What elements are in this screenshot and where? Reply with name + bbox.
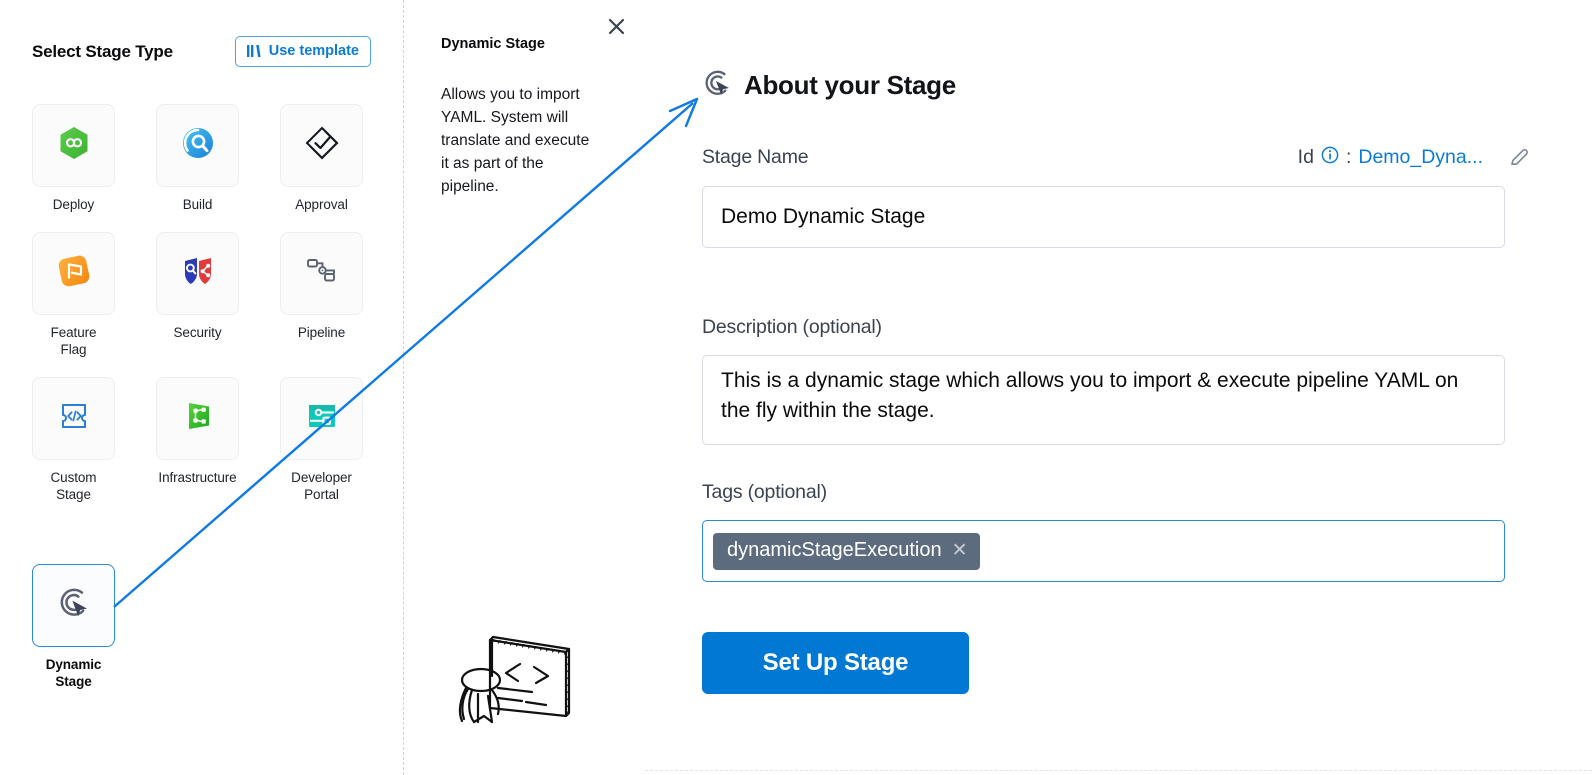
- use-template-button[interactable]: Use template: [234, 36, 371, 67]
- page-title: Select Stage Type: [32, 41, 173, 61]
- stage-type-cell: Developer Portal: [280, 376, 363, 504]
- stage-card-feature-flag[interactable]: [32, 231, 115, 315]
- set-up-stage-button[interactable]: Set Up Stage: [702, 632, 969, 694]
- stage-card-pipeline[interactable]: [280, 231, 363, 315]
- stage-card-deploy[interactable]: [32, 104, 115, 187]
- stage-name-row: Stage Name Id : Demo_Dyna...: [702, 146, 1530, 169]
- stage-card-build[interactable]: [156, 104, 239, 187]
- stage-card-approval[interactable]: [280, 104, 363, 187]
- about-stage-heading-row: About your Stage: [702, 68, 956, 103]
- stage-card-dynamic-stage[interactable]: [32, 563, 115, 647]
- tag-chip: dynamicStageExecution ✕: [713, 532, 980, 570]
- stage-card-security[interactable]: [156, 231, 239, 315]
- stage-name-label: Stage Name: [702, 146, 809, 168]
- developer-portal-icon: [303, 397, 341, 440]
- info-circle-icon[interactable]: [1321, 146, 1339, 169]
- stage-card-label: Security: [173, 324, 222, 340]
- stage-type-cell: Dynamic Stage: [32, 563, 115, 691]
- build-gear-search-icon: [179, 124, 217, 167]
- tags-label: Tags (optional): [702, 481, 827, 503]
- tag-label: dynamicStageExecution: [727, 538, 942, 561]
- approval-check-diamond-icon: [303, 124, 341, 167]
- tag-remove-icon[interactable]: ✕: [951, 539, 968, 561]
- bottom-divider: [645, 770, 1592, 771]
- stage-type-cell: Deploy: [32, 104, 115, 214]
- stage-id-label: Id: [1297, 146, 1314, 168]
- stage-card-label: Build: [182, 197, 213, 212]
- feature-flag-icon: [55, 252, 93, 295]
- stage-type-cell: Custom Stage: [32, 376, 115, 504]
- stage-info-title: Dynamic Stage: [441, 36, 545, 52]
- stage-info-description: Allows you to import YAML. System will t…: [441, 86, 590, 195]
- about-stage-heading: About your Stage: [744, 70, 956, 100]
- infrastructure-nodes-icon: [179, 397, 217, 440]
- dynamic-stage-target-cursor-icon: [702, 68, 732, 103]
- stage-card-label: Custom Stage: [50, 469, 97, 503]
- stage-info-panel: Dynamic Stage Allows you to import YAML.…: [403, 0, 640, 775]
- about-stage-panel: About your Stage Stage Name Id : Demo_Dy…: [640, 0, 1592, 775]
- stage-card-infrastructure[interactable]: [156, 376, 239, 460]
- stage-card-custom-stage[interactable]: [32, 376, 115, 460]
- stage-type-cell: Infrastructure: [156, 376, 239, 504]
- pencil-edit-icon[interactable]: [1508, 147, 1530, 169]
- stage-type-cell: Approval: [280, 104, 363, 214]
- stage-card-label: Pipeline: [297, 324, 346, 340]
- stage-card-label: Infrastructure: [158, 469, 237, 485]
- stage-type-header: Select Stage Type Use template: [32, 36, 371, 67]
- person-presenting-code-board-illustration: [448, 618, 584, 729]
- dynamic-stage-target-cursor-icon: [55, 584, 93, 627]
- description-textarea[interactable]: [702, 355, 1505, 445]
- stage-type-cell: Feature Flag: [32, 231, 115, 359]
- stage-id-group: Id : Demo_Dyna...: [1298, 146, 1530, 169]
- stage-card-label: Deploy: [52, 197, 95, 212]
- stage-name-input[interactable]: [702, 186, 1505, 248]
- stage-card-developer-portal[interactable]: [280, 376, 363, 460]
- use-template-label: Use template: [268, 43, 359, 59]
- stage-id-value[interactable]: Demo_Dyna...: [1358, 146, 1483, 168]
- stage-id-separator: :: [1345, 146, 1352, 168]
- custom-stage-code-icon: [55, 397, 93, 440]
- stage-card-label: Dynamic Stage: [45, 656, 102, 690]
- stage-type-cell: Build: [156, 104, 239, 214]
- stage-card-label: Developer Portal: [291, 469, 352, 503]
- stage-card-label: Approval: [295, 197, 348, 212]
- security-shields-icon: [179, 252, 217, 295]
- stage-type-cell: Security: [156, 231, 239, 359]
- pipeline-nodes-icon: [303, 252, 341, 295]
- template-bars-icon: [246, 44, 262, 58]
- close-button[interactable]: [604, 14, 628, 38]
- deploy-hexagon-icon: [55, 124, 93, 167]
- close-icon: [608, 18, 624, 34]
- stage-type-cell: Pipeline: [280, 231, 363, 359]
- stage-type-panel: Select Stage Type Use template Deploy Bui…: [0, 0, 403, 775]
- description-label: Description (optional): [702, 316, 882, 338]
- stage-card-label: Feature Flag: [50, 324, 97, 358]
- tags-input[interactable]: dynamicStageExecution ✕: [702, 520, 1505, 582]
